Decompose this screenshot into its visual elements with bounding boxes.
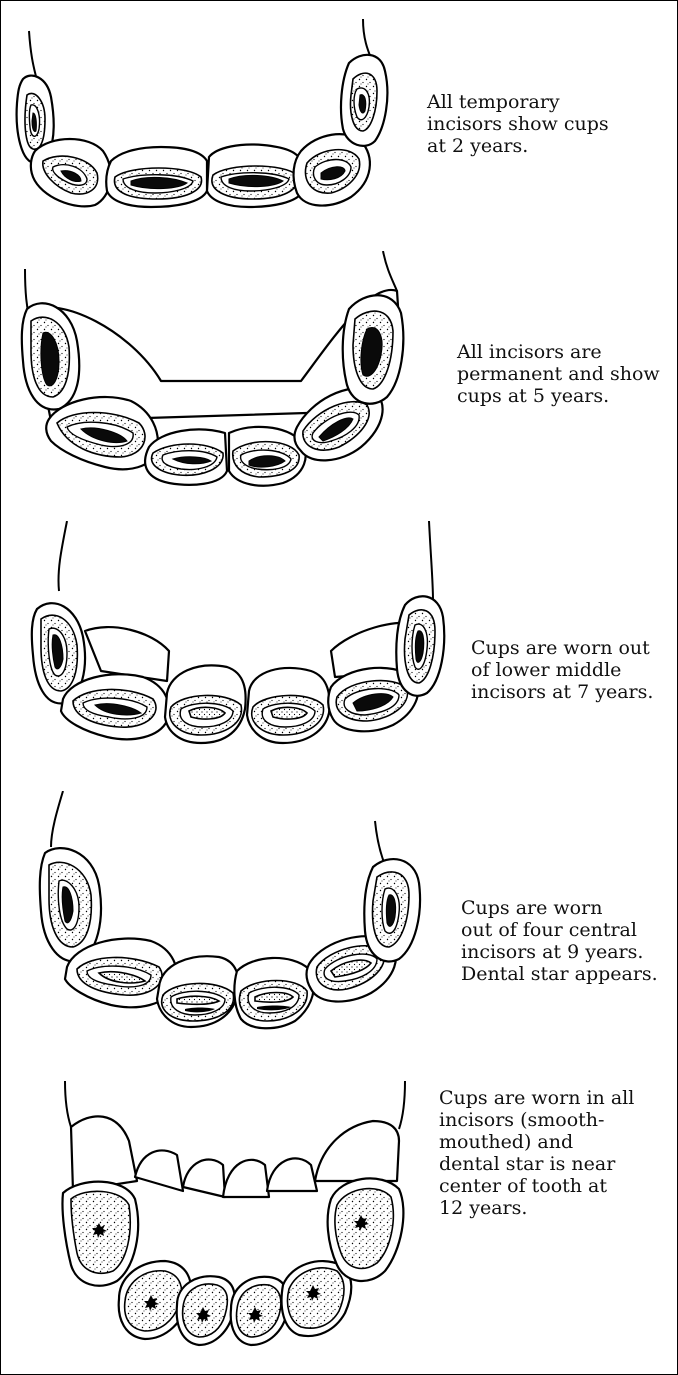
- left-central-incisor: [106, 147, 207, 207]
- stage-age-12: Cups are worn in all incisors (smooth- m…: [1, 1081, 677, 1374]
- right-corner-incisor: [341, 55, 387, 146]
- stage-age-2: All temporary incisors show cups at 2 ye…: [1, 1, 677, 231]
- right-central-incisor: [231, 1277, 289, 1345]
- smooth-mouthed-incisors-drawing: [1, 1081, 441, 1374]
- temporary-incisors-drawing: [1, 1, 441, 231]
- caption-age-9: Cups are worn out of four central inciso…: [461, 897, 658, 985]
- caption-age-12: Cups are worn in all incisors (smooth- m…: [439, 1087, 634, 1219]
- right-central-incisor: [247, 668, 330, 743]
- stage-age-5: All incisors are permanent and show cups…: [1, 251, 677, 491]
- right-corner-incisor: [328, 1178, 404, 1281]
- right-corner-incisor: [364, 859, 420, 961]
- caption-age-5: All incisors are permanent and show cups…: [457, 341, 660, 407]
- stage-age-7: Cups are worn out of lower middle inciso…: [1, 521, 677, 761]
- right-central-incisor: [207, 145, 303, 208]
- left-corner-incisor: [62, 1182, 138, 1286]
- left-central-incisor: [157, 956, 238, 1027]
- left-lateral-incisor: [61, 674, 169, 739]
- right-corner-incisor: [396, 596, 444, 695]
- right-central-incisor: [234, 958, 313, 1028]
- dental-star-incisors-drawing: [1, 791, 441, 1051]
- right-corner-incisor: [343, 295, 404, 404]
- permanent-incisors-drawing: [1, 251, 441, 491]
- stage-age-9: Cups are worn out of four central inciso…: [1, 791, 677, 1051]
- left-central-incisor: [177, 1276, 235, 1345]
- left-lateral-incisor: [46, 397, 158, 469]
- left-lateral-incisor: [31, 139, 111, 206]
- worn-middle-incisors-drawing: [1, 521, 471, 761]
- caption-age-7: Cups are worn out of lower middle inciso…: [471, 637, 653, 703]
- caption-age-2: All temporary incisors show cups at 2 ye…: [427, 91, 609, 157]
- left-central-incisor: [165, 665, 246, 743]
